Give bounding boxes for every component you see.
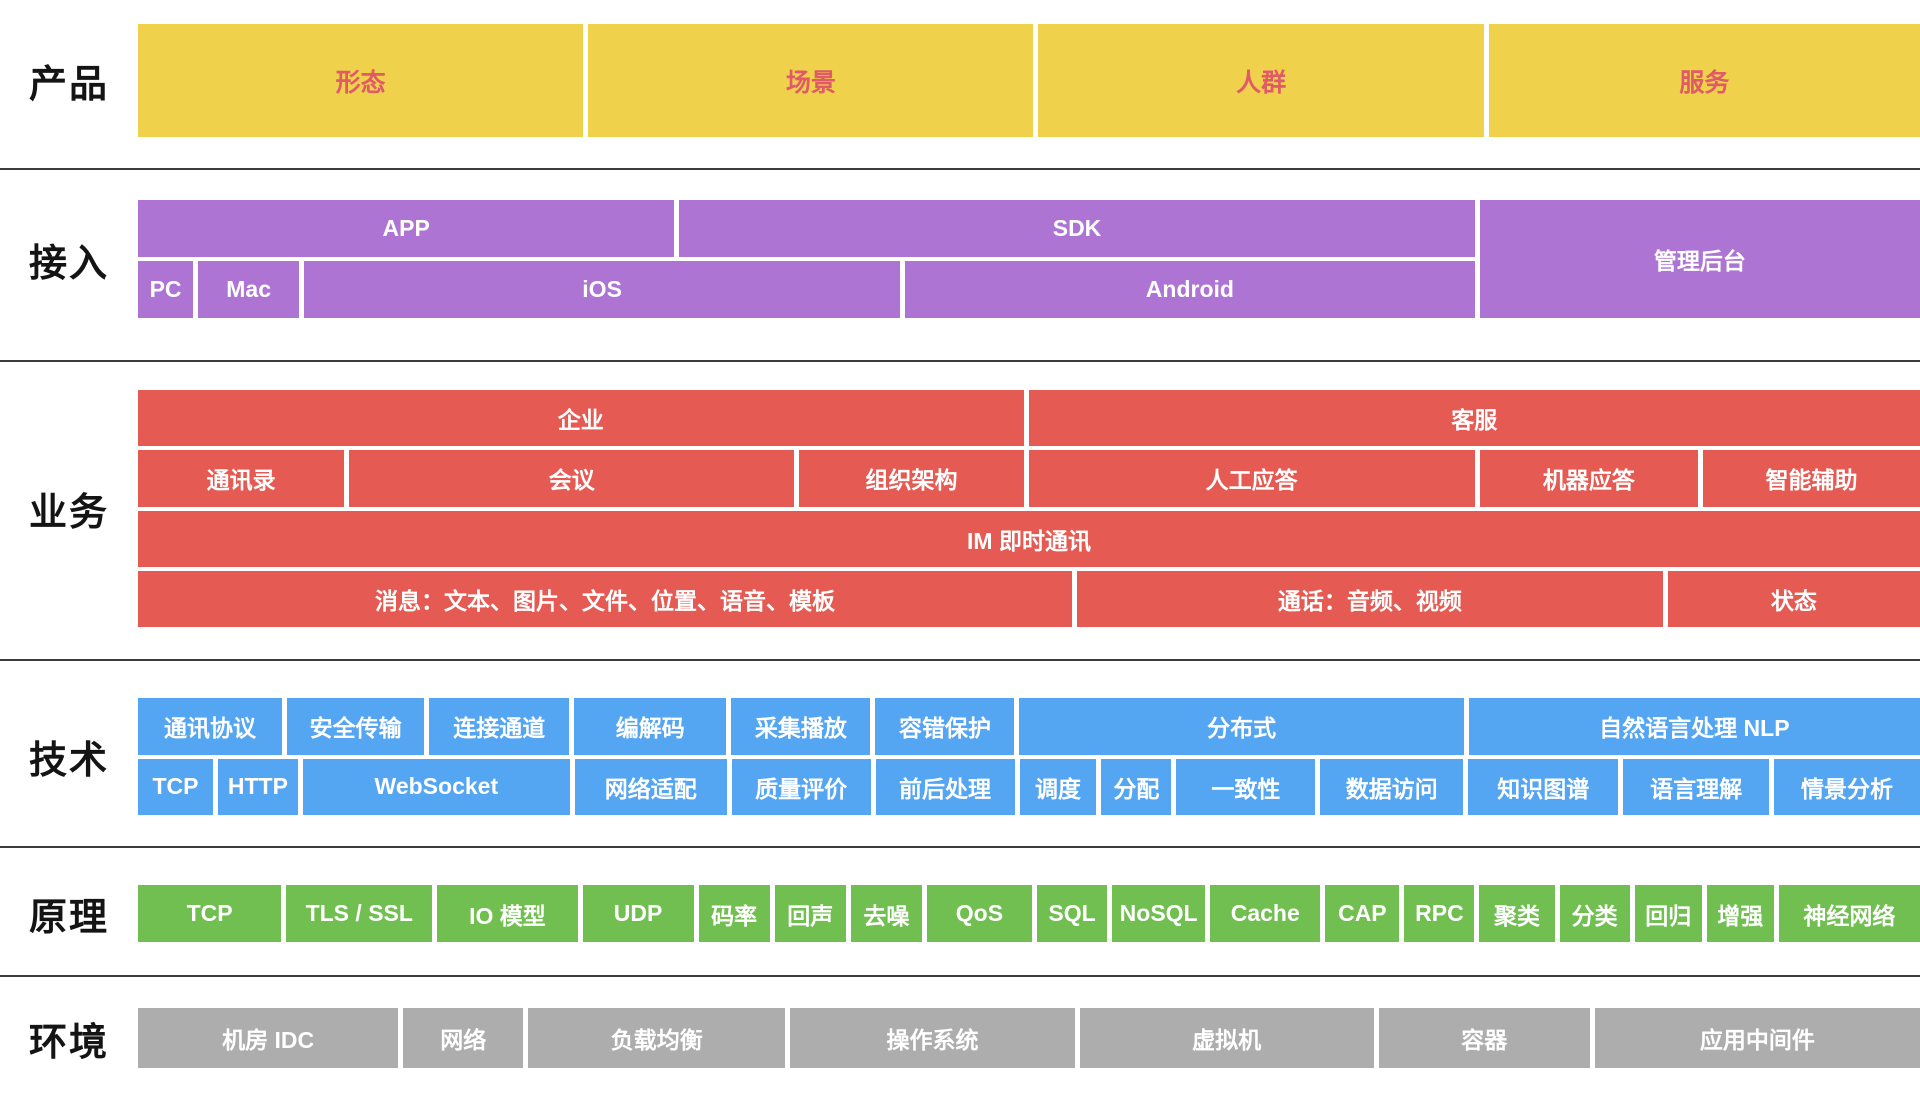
block-vm: 虚拟机 (1079, 1008, 1374, 1068)
block-service: 服务 (1488, 24, 1920, 137)
section-label-environment: 环境 (28, 1021, 109, 1064)
block-call-types: 通话：音频、视频 (1077, 570, 1663, 627)
block-websocket: WebSocket (302, 758, 570, 815)
block-enterprise: 企业 (138, 390, 1024, 447)
block-human-answer: 人工应答 (1028, 450, 1475, 507)
block-middleware: 应用中间件 (1594, 1008, 1920, 1068)
block-knowledge-graph: 知识图谱 (1468, 758, 1619, 815)
block-app: APP (138, 200, 675, 257)
block-nlp: 自然语言处理 NLP (1468, 698, 1920, 755)
block-tcp: TCP (138, 885, 282, 942)
block-load-balancer: 负载均衡 (528, 1008, 786, 1068)
block-audience: 人群 (1038, 24, 1484, 137)
block-protocol: 通讯协议 (138, 698, 283, 755)
block-nosql: NoSQL (1112, 885, 1206, 942)
block-qos: QoS (926, 885, 1032, 942)
block-neural-network: 神经网络 (1778, 885, 1920, 942)
block-tls-ssl: TLS / SSL (286, 885, 433, 942)
block-pre-post-processing: 前后处理 (875, 758, 1015, 815)
block-regression: 回归 (1634, 885, 1702, 942)
block-fault-tolerance: 容错保护 (875, 698, 1015, 755)
block-android: Android (905, 261, 1475, 318)
block-reinforcement: 增强 (1706, 885, 1774, 942)
section-label-access: 接入 (28, 242, 109, 285)
block-presence-status: 状态 (1667, 570, 1920, 627)
block-os: 操作系统 (790, 1008, 1075, 1068)
divider (0, 659, 1920, 661)
block-io-model: IO 模型 (437, 885, 578, 942)
block-scenario: 场景 (588, 24, 1034, 137)
section-access: 接入 APP SDK PC Mac iOS Android 管理后台 (0, 200, 1920, 318)
divider (0, 168, 1920, 170)
block-sdk: SDK (679, 200, 1475, 257)
block-capture-playback: 采集播放 (731, 698, 871, 755)
block-message-types: 消息：文本、图片、文件、位置、语音、模板 (138, 570, 1073, 627)
block-admin-console: 管理后台 (1479, 200, 1920, 318)
block-language-understanding: 语言理解 (1623, 758, 1770, 815)
section-label-product: 产品 (28, 64, 109, 106)
block-scheduling: 调度 (1019, 758, 1097, 815)
divider (0, 846, 1920, 848)
block-sql: SQL (1037, 885, 1108, 942)
divider (0, 360, 1920, 362)
block-quality-eval: 质量评价 (731, 758, 871, 815)
block-allocation: 分配 (1101, 758, 1172, 815)
section-label-principle: 原理 (28, 897, 109, 939)
block-udp: UDP (582, 885, 694, 942)
block-data-access: 数据访问 (1320, 758, 1464, 815)
block-distributed: 分布式 (1019, 698, 1464, 755)
block-denoise: 去噪 (850, 885, 922, 942)
block-connection-channel: 连接通道 (429, 698, 570, 755)
section-product: 产品 形态 场景 人群 服务 (0, 24, 1920, 137)
section-environment: 环境 机房 IDC 网络 负载均衡 操作系统 虚拟机 容器 应用中间件 (0, 1008, 1920, 1068)
block-bitrate: 码率 (698, 885, 770, 942)
block-network-adapt: 网络适配 (574, 758, 727, 815)
block-mac: Mac (198, 261, 300, 318)
block-idc: 机房 IDC (138, 1008, 399, 1068)
block-secure-transport: 安全传输 (287, 698, 425, 755)
block-context-analysis: 情景分析 (1774, 758, 1920, 815)
block-contacts: 通讯录 (138, 450, 345, 507)
section-tech: 技术 通讯协议 安全传输 连接通道 编解码 采集播放 容错保护 分布式 自然语言… (0, 698, 1920, 815)
section-principle: 原理 TCP TLS / SSL IO 模型 UDP 码率 回声 去噪 QoS … (0, 885, 1920, 942)
section-label-tech: 技术 (28, 740, 109, 782)
block-form: 形态 (138, 24, 584, 137)
block-http: HTTP (217, 758, 298, 815)
block-rpc: RPC (1404, 885, 1475, 942)
block-meeting: 会议 (349, 450, 795, 507)
block-org-structure: 组织架构 (799, 450, 1024, 507)
block-network: 网络 (403, 1008, 524, 1068)
block-customer-service: 客服 (1028, 390, 1920, 447)
block-container: 容器 (1378, 1008, 1590, 1068)
block-machine-answer: 机器应答 (1479, 450, 1698, 507)
block-ios: iOS (304, 261, 900, 318)
block-classification: 分类 (1559, 885, 1630, 942)
block-tcp: TCP (138, 758, 213, 815)
section-label-business: 业务 (28, 492, 109, 534)
block-codec: 编解码 (574, 698, 727, 755)
block-im: IM 即时通讯 (138, 510, 1920, 567)
block-smart-assist: 智能辅助 (1702, 450, 1920, 507)
block-pc: PC (138, 261, 194, 318)
section-business: 业务 企业 客服 通讯录 会议 组织架构 人工应答 机器应答 智能辅助 IM 即… (0, 390, 1920, 627)
block-cap: CAP (1325, 885, 1400, 942)
block-consistency: 一致性 (1176, 758, 1316, 815)
divider (0, 975, 1920, 977)
block-cache: Cache (1210, 885, 1321, 942)
block-clustering: 聚类 (1479, 885, 1555, 942)
block-echo: 回声 (774, 885, 846, 942)
